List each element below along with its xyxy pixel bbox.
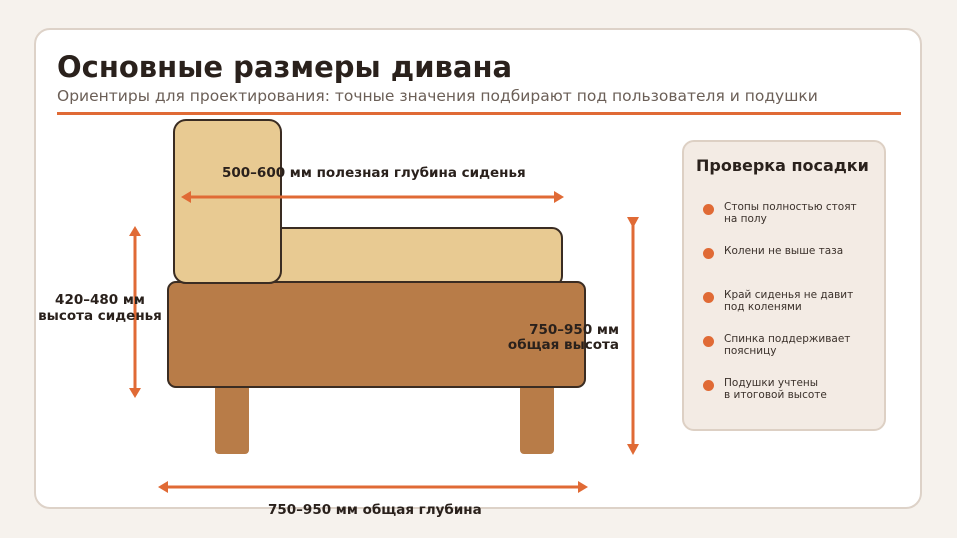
check-item-text: Спинка поддерживает поясницу	[724, 333, 851, 357]
total-height-value: 750–950 мм	[529, 322, 619, 338]
check-item: Подушки учтены в итоговой высоте	[703, 377, 874, 401]
bullet-dot-icon	[703, 380, 714, 391]
check-item-text: Стопы полностью стоят на полу	[724, 201, 857, 225]
seat-height-arrow	[129, 226, 141, 398]
page-subtitle: Ориентиры для проектирования: точные зна…	[57, 87, 818, 105]
check-item: Спинка поддерживает поясницу	[703, 333, 874, 357]
fit-check-title: Проверка посадки	[696, 156, 869, 175]
check-item: Стопы полностью стоят на полу	[703, 201, 874, 225]
bullet-dot-icon	[703, 248, 714, 259]
seat-depth-label: 500–600 мм полезная глубина сиденья	[222, 165, 526, 181]
total-depth-label: 750–950 мм общая глубина	[268, 502, 482, 518]
fit-check-panel	[682, 140, 886, 431]
bullet-dot-icon	[703, 204, 714, 215]
total-height-arrow	[627, 217, 639, 455]
backrest	[173, 119, 282, 284]
bullet-dot-icon	[703, 292, 714, 303]
total-height-label: 750–950 мм общая высота	[500, 323, 619, 353]
check-item: Край сиденья не давит под коленями	[703, 289, 874, 313]
seat-depth-arrow	[181, 191, 564, 203]
page-title: Основные размеры дивана	[57, 50, 513, 84]
seat-height-value: 420–480 мм	[55, 292, 145, 308]
seat-height-label: 420–480 мм высота сиденья	[36, 292, 164, 324]
check-item-text: Колени не выше таза	[724, 245, 844, 257]
sofa-leg-left	[215, 382, 249, 454]
bullet-dot-icon	[703, 336, 714, 347]
check-item-text: Подушки учтены в итоговой высоте	[724, 377, 827, 401]
sofa-leg-right	[520, 382, 554, 454]
seat-height-caption: высота сиденья	[38, 308, 162, 324]
check-item: Колени не выше таза	[703, 245, 874, 259]
total-height-caption: общая высота	[507, 337, 619, 353]
sofa-base	[167, 281, 586, 388]
title-divider	[57, 112, 901, 115]
total-depth-arrow	[158, 481, 588, 493]
check-item-text: Край сиденья не давит под коленями	[724, 289, 854, 313]
